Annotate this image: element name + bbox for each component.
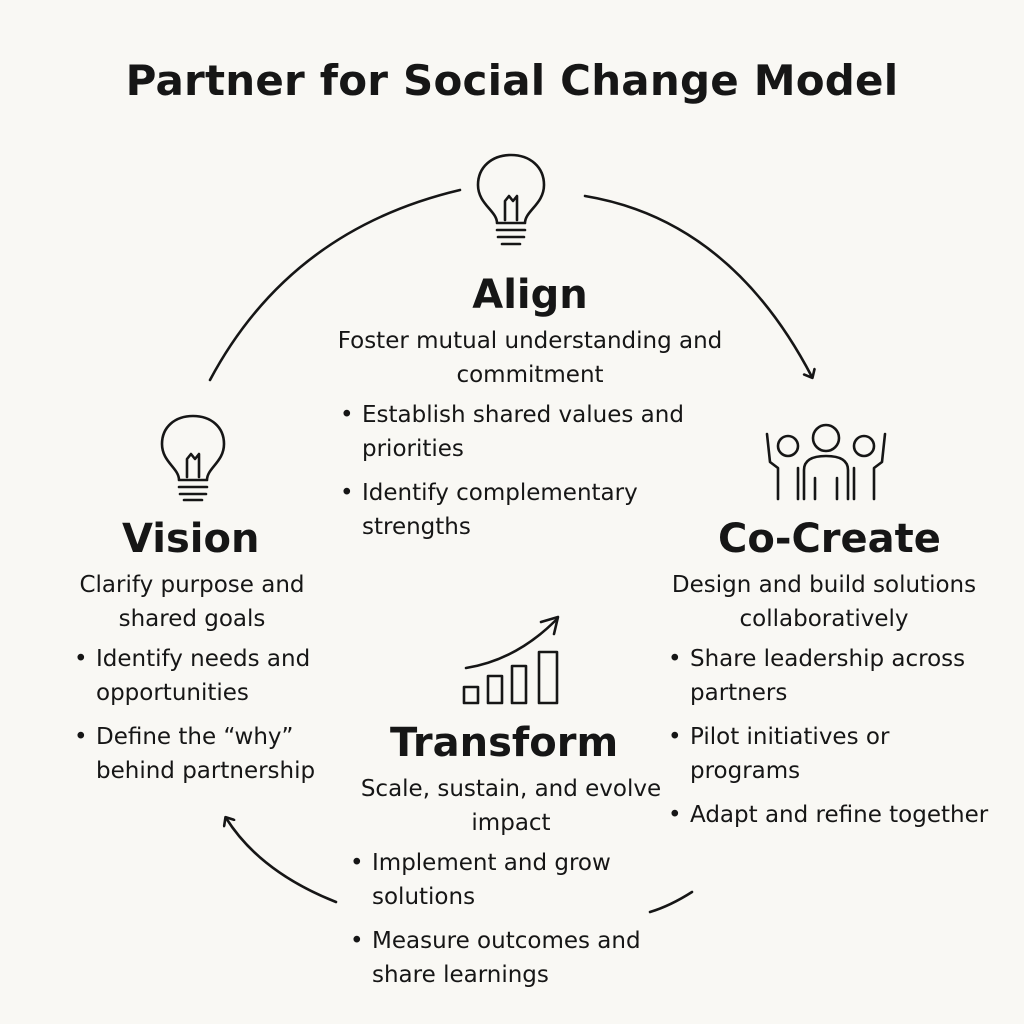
arrow-transform-to-vision xyxy=(226,818,338,904)
arrow-align-to-cocreate xyxy=(583,194,812,377)
stage-description: Design and build solutions collaborative… xyxy=(671,572,977,632)
bullet-list: Establish shared values and priorities I… xyxy=(336,398,730,544)
stage-description: Clarify purpose and shared goals xyxy=(79,572,305,632)
list-item: Share leadership across partners xyxy=(664,642,994,710)
list-item: Implement and grow solutions xyxy=(346,846,676,914)
list-item: Define the “why” behind partnership xyxy=(70,720,370,788)
people-raised-hands-icon xyxy=(765,423,887,501)
stage-name: Vision xyxy=(122,516,260,562)
list-item: Adapt and refine together xyxy=(664,798,994,832)
list-item: Pilot initiatives or programs xyxy=(664,720,994,788)
stage-co-create: Co-Create Design and build solutions col… xyxy=(664,516,994,842)
list-item: Identify needs and opportunities xyxy=(70,642,370,710)
stage-description: Scale, sustain, and evolve impact xyxy=(360,776,662,836)
list-item: Identify complementary strengths xyxy=(336,476,730,544)
growth-bar-chart-icon xyxy=(462,615,560,705)
bullet-list: Identify needs and opportunities Define … xyxy=(70,642,370,788)
vision-lightbulb-icon xyxy=(160,414,226,502)
list-item: Establish shared values and priorities xyxy=(336,398,730,466)
stage-transform: Transform Scale, sustain, and evolve imp… xyxy=(346,720,676,1002)
diagram-title: Partner for Social Change Model xyxy=(125,56,899,105)
bullet-list: Implement and grow solutions Measure out… xyxy=(346,846,676,992)
stage-name: Align xyxy=(472,272,588,318)
align-lightbulb-icon xyxy=(476,153,546,246)
stage-align: Align Foster mutual understanding and co… xyxy=(330,272,730,554)
stage-vision: Vision Clarify purpose and shared goals … xyxy=(70,516,370,798)
arrow-vision-to-align xyxy=(208,188,462,382)
list-item: Measure outcomes and share learnings xyxy=(346,924,676,992)
stage-name: Co-Create xyxy=(718,516,941,562)
stage-description: Foster mutual understanding and commitme… xyxy=(337,328,723,388)
stage-name: Transform xyxy=(390,720,619,766)
bullet-list: Share leadership across partners Pilot i… xyxy=(664,642,994,832)
